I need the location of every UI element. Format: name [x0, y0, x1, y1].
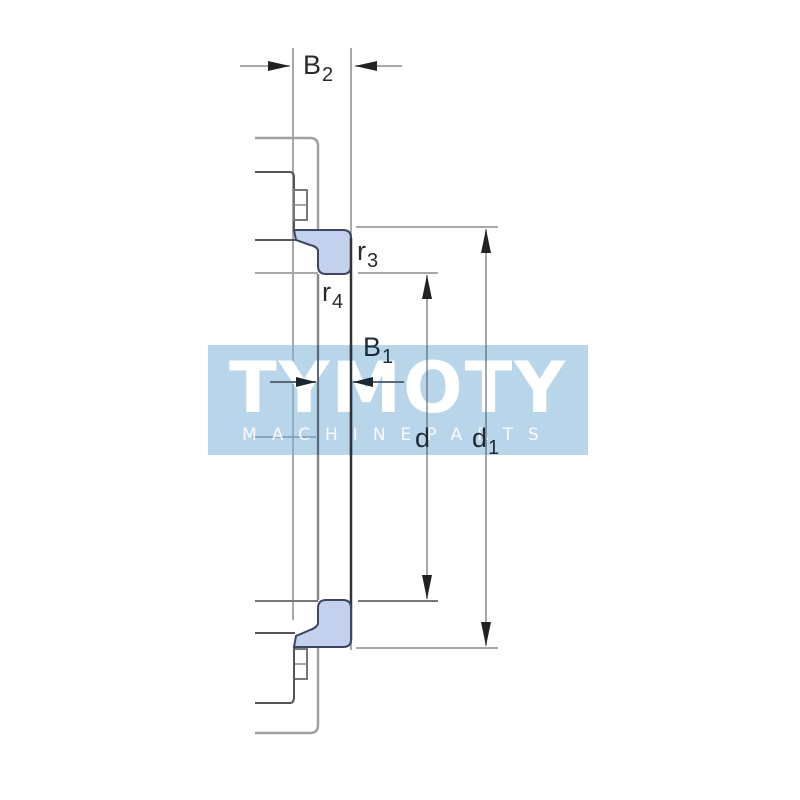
label-b1-sub: 1 — [382, 346, 394, 368]
label-d1-main: d — [472, 423, 488, 453]
label-r4-sub: 4 — [332, 291, 344, 313]
label-r4: r4 — [322, 277, 344, 313]
label-b1: B1 — [363, 332, 394, 368]
upper-housing-outline — [255, 136, 320, 274]
lower-housing-outline — [255, 600, 320, 735]
label-r4-main: r — [322, 277, 331, 307]
label-r3-sub: 3 — [367, 250, 379, 272]
label-b2: B2 — [303, 50, 334, 86]
label-r3-main: r — [357, 236, 366, 266]
watermark-subtitle: MACHINEPARTS — [242, 425, 554, 445]
d1-dimension — [356, 226, 498, 649]
label-b2-sub: 2 — [322, 64, 334, 86]
lower-washer-section — [292, 599, 352, 648]
watermark-title: TYMOTY — [228, 347, 568, 429]
label-d-main: d — [415, 423, 431, 453]
label-b1-main: B — [363, 332, 382, 362]
label-b2-main: B — [303, 50, 322, 80]
label-d1-sub: 1 — [488, 437, 500, 459]
label-d: d — [415, 425, 430, 452]
label-d1: d1 — [472, 423, 500, 459]
upper-washer-section — [292, 229, 352, 275]
watermark-banner: TYMOTY MACHINEPARTS — [208, 345, 588, 455]
label-r3: r3 — [357, 236, 379, 272]
